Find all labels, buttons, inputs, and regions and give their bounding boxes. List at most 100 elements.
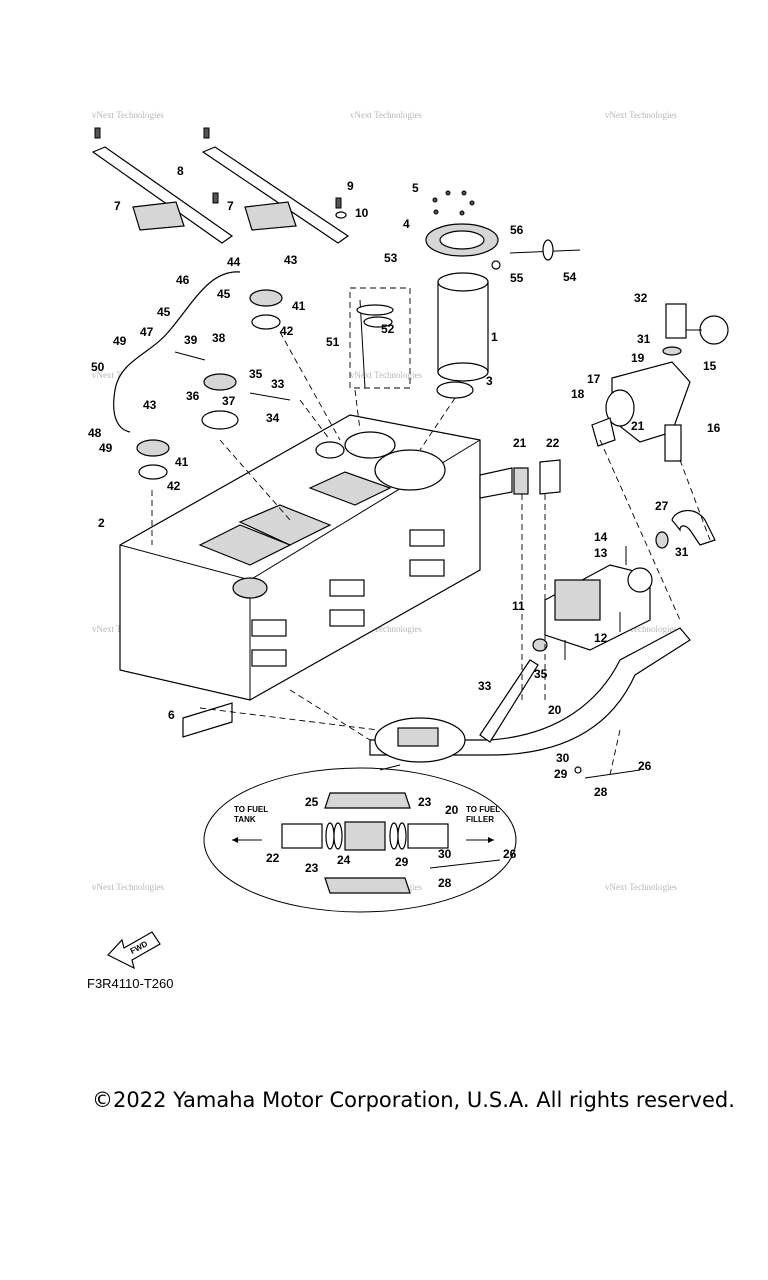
callout-43: 43	[284, 253, 298, 267]
callout-47: 47	[140, 325, 154, 339]
callout-11: 11	[512, 599, 525, 613]
watermark: vNext Technologies	[605, 110, 677, 120]
callout-54: 54	[563, 270, 577, 284]
callout-50: 50	[91, 360, 105, 374]
watermark: vNext Technologies	[350, 110, 422, 120]
watermark: vNext Technologies	[92, 110, 164, 120]
callout-48: 48	[88, 426, 102, 440]
callout-29: 29	[395, 855, 409, 869]
callout-37: 37	[222, 394, 236, 408]
callout-38: 38	[212, 331, 226, 345]
callout-41: 41	[175, 455, 189, 469]
inset-left-label-1: TO FUEL	[234, 805, 268, 814]
callout-26: 26	[503, 847, 517, 861]
inset-right-label-1: TO FUEL	[466, 805, 500, 814]
callout-22: 22	[266, 851, 280, 865]
callout-numbers: 1 2 3 4 5 6 7 7 8 9 10 11 12 13 14 15 16…	[88, 164, 721, 890]
callout-24: 24	[337, 853, 351, 867]
callout-42: 42	[167, 479, 181, 493]
watermark: vNext Technologies	[605, 882, 677, 892]
callout-8: 8	[177, 164, 184, 178]
callout-22: 22	[546, 436, 560, 450]
callout-1: 1	[491, 330, 498, 344]
callout-15: 15	[703, 359, 717, 373]
callout-43: 43	[143, 398, 157, 412]
callout-16: 16	[707, 421, 721, 435]
watermark: vNext Technologies	[350, 370, 422, 380]
callout-41: 41	[292, 299, 306, 313]
callout-52: 52	[381, 322, 395, 336]
callout-9: 9	[347, 179, 354, 193]
callout-30: 30	[438, 847, 452, 861]
callout-34: 34	[266, 411, 280, 425]
callout-56: 56	[510, 223, 524, 237]
callout-17: 17	[587, 372, 601, 386]
vent-hose	[655, 510, 716, 549]
fuel-pump	[436, 272, 489, 399]
callout-18: 18	[571, 387, 585, 401]
callout-31: 31	[675, 545, 689, 559]
callout-3: 3	[486, 374, 493, 388]
callout-21: 21	[631, 419, 645, 433]
callout-42: 42	[280, 324, 294, 338]
callout-29: 29	[554, 767, 568, 781]
callout-23: 23	[305, 861, 319, 875]
callout-14: 14	[594, 530, 608, 544]
callout-13: 13	[594, 546, 608, 560]
callout-49: 49	[99, 441, 113, 455]
callout-7: 7	[227, 199, 234, 213]
callout-53: 53	[384, 251, 398, 265]
callout-21: 21	[513, 436, 527, 450]
vent-lines	[113, 271, 291, 480]
filler-plug	[491, 239, 581, 270]
callout-23: 23	[418, 795, 432, 809]
callout-6: 6	[168, 708, 175, 722]
callout-45: 45	[157, 305, 171, 319]
inset-right-label-2: FILLER	[466, 815, 494, 824]
callout-4: 4	[403, 217, 410, 231]
callout-35: 35	[249, 367, 263, 381]
callout-36: 36	[186, 389, 200, 403]
callout-31: 31	[637, 332, 651, 346]
callout-33: 33	[271, 377, 285, 391]
callout-20: 20	[548, 703, 562, 717]
callout-10: 10	[355, 206, 369, 220]
fuel-sender	[349, 287, 411, 389]
tank-straps	[91, 127, 350, 244]
fuel-pump-cover	[425, 190, 499, 257]
hose-joint-inset: TO FUEL TANK TO FUEL FILLER	[203, 764, 517, 913]
callout-2: 2	[98, 516, 105, 530]
callout-44: 44	[227, 255, 241, 269]
callout-26: 26	[638, 759, 652, 773]
inset-left-label-2: TANK	[234, 815, 256, 824]
callout-55: 55	[510, 271, 524, 285]
callout-19: 19	[631, 351, 645, 365]
dashed-leaders	[151, 331, 711, 776]
callout-49: 49	[113, 334, 127, 348]
callout-33: 33	[478, 679, 492, 693]
callout-51: 51	[326, 335, 340, 349]
callout-45: 45	[217, 287, 231, 301]
callout-28: 28	[594, 785, 608, 799]
watermark: vNext Technologies	[350, 624, 422, 634]
filler-neck	[591, 303, 729, 462]
callout-46: 46	[176, 273, 190, 287]
callout-12: 12	[594, 631, 608, 645]
callout-25: 25	[305, 795, 319, 809]
callout-20: 20	[445, 803, 459, 817]
callout-35: 35	[534, 667, 548, 681]
watermark: vNext Technologies	[92, 882, 164, 892]
callout-32: 32	[634, 291, 648, 305]
fuel-tank	[119, 414, 561, 738]
copyright-notice: ©2022 Yamaha Motor Corporation, U.S.A. A…	[92, 1088, 735, 1112]
callout-27: 27	[655, 499, 669, 513]
figure-code: F3R4110-T260	[87, 976, 174, 991]
callout-5: 5	[412, 181, 419, 195]
callout-28: 28	[438, 876, 452, 890]
callout-30: 30	[556, 751, 570, 765]
charcoal-canister	[544, 546, 653, 660]
filler-hose	[369, 627, 691, 779]
fwd-arrow: FWD	[107, 931, 161, 970]
callout-39: 39	[184, 333, 198, 347]
